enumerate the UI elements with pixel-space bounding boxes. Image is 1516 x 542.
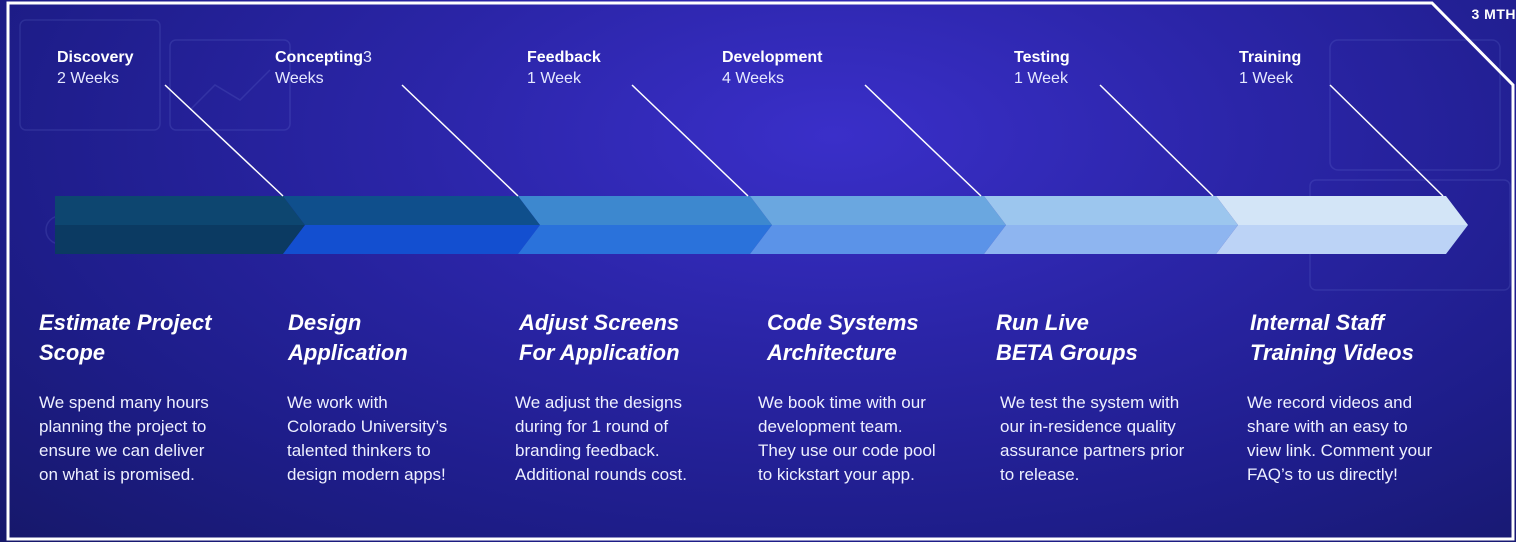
leader-line-feedback (631, 84, 749, 197)
step-title-line: Code Systems (767, 310, 919, 335)
phase-name: Training (1239, 49, 1302, 66)
phase-duration: 1 Week (1239, 70, 1293, 87)
desc-line: We record videos and (1247, 393, 1413, 412)
phase-duration: Weeks (275, 70, 324, 87)
desc-line: talented thinkers to (287, 441, 431, 460)
leader-line-development (864, 84, 982, 197)
desc-line: view link. Comment your (1247, 441, 1433, 460)
phase-name: Concepting (275, 49, 363, 66)
desc-line: assurance partners prior (1000, 441, 1185, 460)
arrow-segment-top-discovery (55, 196, 305, 225)
phase-name: Development (722, 49, 823, 66)
step-title-line: Estimate Project (39, 310, 212, 335)
desc-line: Additional rounds cost. (515, 465, 687, 484)
step-title-line: For Application (519, 340, 680, 365)
arrow-segment-top-feedback (518, 196, 772, 225)
phase-name: Testing (1014, 49, 1070, 66)
step-title-estimate: Estimate Project Scope (39, 308, 211, 368)
desc-line: planning the project to (39, 417, 207, 436)
desc-line: Colorado University’s (287, 417, 448, 436)
step-title-line: Adjust Screens (519, 310, 680, 335)
phase-duration: 4 Weeks (722, 70, 784, 87)
arrow-segment-bottom-training (1216, 225, 1468, 254)
leader-line-training (1329, 84, 1444, 197)
desc-line: We spend many hours (39, 393, 209, 412)
desc-line: on what is promised. (39, 465, 195, 484)
step-title-design: Design Application (288, 308, 408, 368)
desc-line: design modern apps! (287, 465, 446, 484)
duration-tag: 3 MTH (1471, 6, 1516, 22)
step-description-beta: We test the system with our in-residence… (1000, 391, 1184, 487)
desc-line: We book time with our (758, 393, 926, 412)
step-description-adjust: We adjust the designs during for 1 round… (515, 391, 687, 487)
desc-line: to release. (1000, 465, 1080, 484)
step-description-training: We record videos and share with an easy … (1247, 391, 1432, 487)
arrow-segment-bottom-development (750, 225, 1006, 254)
step-title-beta: Run Live BETA Groups (996, 308, 1138, 368)
step-title-line: Scope (39, 340, 106, 365)
step-title-adjust: Adjust Screens For Application (519, 308, 680, 368)
desc-line: branding feedback. (515, 441, 660, 460)
phase-label-discovery: Discovery 2 Weeks (57, 47, 134, 89)
phase-label-testing: Testing 1 Week (1014, 47, 1070, 89)
step-title-line: Application (288, 340, 408, 365)
phase-label-development: Development 4 Weeks (722, 47, 822, 89)
phase-name: Feedback (527, 49, 601, 66)
step-title-line: Architecture (767, 340, 897, 365)
desc-line: our in-residence quality (1000, 417, 1176, 436)
desc-line: They use our code pool (758, 441, 936, 460)
desc-line: development team. (758, 417, 903, 436)
desc-line: We adjust the designs (515, 393, 682, 412)
timeline-arrows (55, 84, 1468, 254)
arrow-segment-bottom-testing (984, 225, 1238, 254)
step-description-design: We work with Colorado University’s talen… (287, 391, 447, 487)
leader-line-concepting (401, 84, 519, 197)
desc-line: to kickstart your app. (758, 465, 915, 484)
phase-label-training: Training 1 Week (1239, 47, 1301, 89)
step-description-estimate: We spend many hours planning the project… (39, 391, 209, 487)
arrow-segment-top-concepting (283, 196, 540, 225)
step-title-line: Training Videos (1250, 340, 1414, 365)
arrow-segment-top-testing (984, 196, 1238, 225)
arrow-segment-bottom-feedback (518, 225, 772, 254)
step-description-code: We book time with our development team. … (758, 391, 936, 487)
leader-line-discovery (164, 84, 284, 197)
desc-line: ensure we can deliver (39, 441, 205, 460)
desc-line: share with an easy to (1247, 417, 1408, 436)
arrow-segment-top-development (750, 196, 1006, 225)
phase-duration: 1 Week (527, 70, 581, 87)
step-title-training: Internal Staff Training Videos (1250, 308, 1414, 368)
phase-name: Discovery (57, 49, 134, 66)
phase-label-concepting: Concepting3 Weeks (275, 47, 372, 89)
step-title-line: Run Live (996, 310, 1089, 335)
desc-line: We test the system with (1000, 393, 1180, 412)
desc-line: We work with (287, 393, 388, 412)
arrow-segment-top-training (1216, 196, 1468, 225)
arrow-segment-bottom-concepting (283, 225, 540, 254)
desc-line: FAQ’s to us directly! (1247, 465, 1398, 484)
step-title-line: Internal Staff (1250, 310, 1385, 335)
phase-duration: 1 Week (1014, 70, 1068, 87)
phase-duration-number: 3 (363, 49, 372, 66)
step-title-line: Design (288, 310, 362, 335)
leader-line-testing (1099, 84, 1214, 197)
arrow-segment-bottom-discovery (55, 225, 305, 254)
desc-line: during for 1 round of (515, 417, 669, 436)
step-title-code: Code Systems Architecture (767, 308, 919, 368)
phase-label-feedback: Feedback 1 Week (527, 47, 601, 89)
phase-duration: 2 Weeks (57, 70, 119, 87)
step-title-line: BETA Groups (996, 340, 1138, 365)
